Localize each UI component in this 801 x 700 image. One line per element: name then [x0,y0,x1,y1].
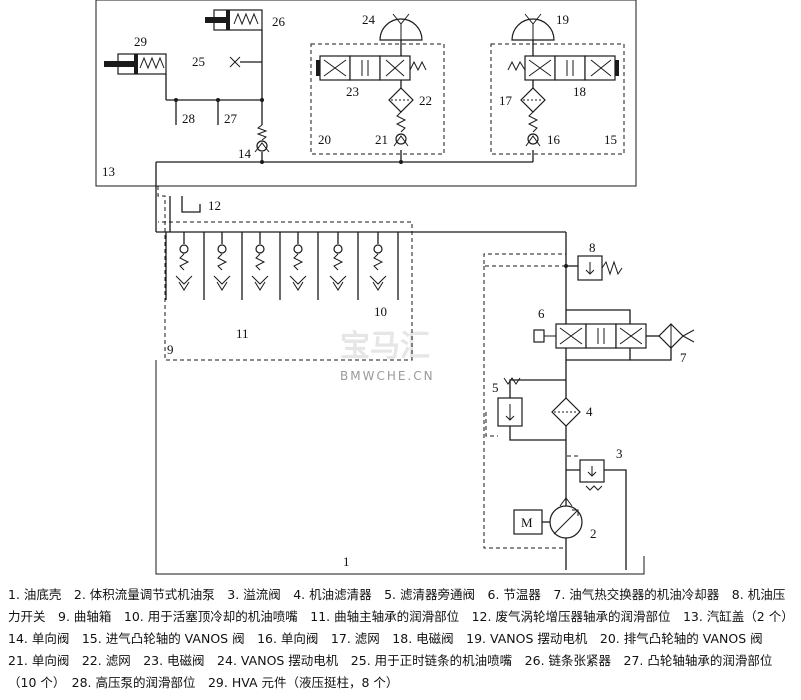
pressure-relief-valve [565,450,605,491]
vanos-exhaust-box [310,43,445,155]
label-2: 2 [590,526,597,541]
svg-text:M: M [521,515,533,530]
check-valve-14 [254,124,270,153]
label-10: 10 [374,304,387,319]
label-19: 19 [556,12,569,27]
label-14: 14 [238,146,252,161]
label-20: 20 [318,132,331,147]
crankcase-box [157,186,413,361]
label-29: 29 [134,34,147,49]
oil-circuit-diagram: 宝马汇 BMWCHE.CN [95,0,695,575]
vanos-intake-box [490,43,625,155]
label-26: 26 [272,14,286,29]
chain-oil-nozzle [229,56,241,68]
chain-tensioner [205,9,263,31]
label-15: 15 [604,132,617,147]
figure-caption: 1. 油底壳 2. 体积流量调节式机油泵 3. 溢流阀 4. 机油滤清器 5. … [8,587,801,690]
label-18: 18 [573,84,586,99]
watermark-site: BMWCHE.CN [340,369,435,383]
label-22: 22 [419,93,432,108]
label-16: 16 [547,132,561,147]
label-13: 13 [102,164,115,179]
vanos-motor-exhaust [379,13,423,41]
label-21: 21 [375,132,388,147]
label-6: 6 [538,306,545,321]
cylinder-head-housing [95,0,637,187]
label-4: 4 [586,404,593,419]
solenoid-valve-exhaust [316,55,427,81]
label-11: 11 [236,326,249,341]
piston-cooling-nozzles [175,232,387,291]
label-27: 27 [224,111,238,126]
label-28: 28 [182,111,195,126]
check-valve-exhaust [393,111,409,147]
filter-bypass-valve [485,377,523,437]
label-25: 25 [192,54,205,69]
label-12: 12 [208,198,221,213]
solenoid-valve-intake [507,55,619,81]
label-5: 5 [492,380,499,395]
pump-motor: M [513,509,550,535]
label-17: 17 [499,93,513,108]
label-1: 1 [343,554,350,569]
label-23: 23 [346,84,359,99]
label-9: 9 [167,342,174,357]
oil-sump [155,360,645,575]
label-7: 7 [680,350,687,365]
hva-element [104,53,167,75]
oil-pressure-switch [577,255,623,281]
check-valve-intake [525,111,541,147]
vanos-motor-intake [511,13,555,41]
watermark-logo: 宝马汇 [340,329,430,364]
label-3: 3 [616,446,623,461]
thermostat [533,323,647,349]
label-8: 8 [589,240,596,255]
main-bearing-lube-points [165,232,399,300]
label-24: 24 [362,12,376,27]
turbo-bearing-lube-point [181,196,201,213]
